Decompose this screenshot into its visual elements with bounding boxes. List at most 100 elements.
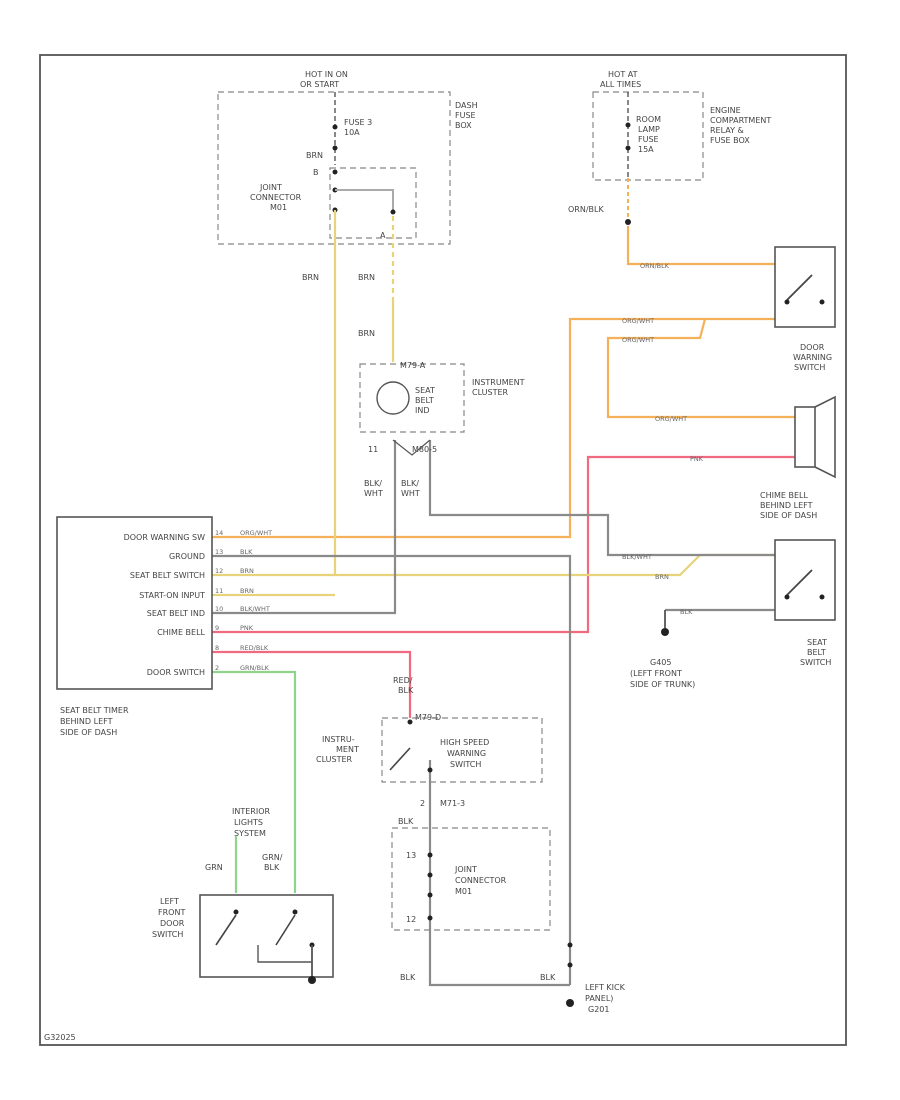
timer-pin-wire: BLK — [240, 548, 253, 556]
timer-pin-label: DOOR SWITCH — [147, 668, 205, 677]
timer-pin-wire: RED/BLK — [240, 644, 269, 652]
footer-code: G32025 — [44, 1033, 76, 1042]
lower-pin: 2 — [420, 799, 425, 808]
lower-joint-3: M01 — [455, 887, 472, 896]
engine-fuse-box: HOT AT ALL TIMES ROOM LAMP FUSE 15A ENGI… — [568, 70, 771, 225]
timer-pin-label: GROUND — [169, 552, 205, 561]
timer-pin-label: CHIME BELL — [157, 628, 205, 637]
high-speed-label: HIGH SPEED — [440, 738, 489, 747]
wire-brn-label: BRN — [306, 151, 323, 160]
timer-pin-number: 13 — [215, 548, 223, 556]
timer-pin-label: SEAT BELT IND — [147, 609, 205, 618]
panel-label-3: BOX — [455, 121, 472, 130]
timer-caption: SEAT BELT TIMER — [60, 706, 129, 715]
seat-belt-wire-bottom: BLK — [680, 608, 693, 616]
door-warning-label-3: SWITCH — [794, 363, 825, 372]
door-wire-b2: BLK — [264, 863, 280, 872]
instrument-cluster: BRN BRN BRN M79-A SEAT BELT IND INSTRUME… — [302, 273, 525, 498]
g405-label: G405 — [650, 658, 671, 667]
lower-cluster-label-3: CLUSTER — [316, 755, 353, 764]
seat-belt-switch-label-3: SWITCH — [800, 658, 831, 667]
hot-in-label: HOT IN ON — [305, 70, 348, 79]
cluster-pin-11: 11 — [368, 445, 378, 454]
cluster-connector: M79-A — [400, 361, 426, 370]
door-warning-switch: ORN/BLK ORG/WHT ORG/WHT DOOR WARNING SWI… — [622, 246, 836, 372]
door-switch-label: LEFT — [160, 897, 179, 906]
lower-cluster-label-2: MENT — [336, 745, 359, 754]
chime-label-3: SIDE OF DASH — [760, 511, 817, 520]
lower-wire-top: RED/ — [393, 676, 413, 685]
seat-belt-switch-label: SEAT — [807, 638, 827, 647]
timer-pin-number: 12 — [215, 567, 223, 575]
interior-label: INTERIOR — [232, 807, 271, 816]
chime-label: CHIME BELL — [760, 491, 808, 500]
engine-box-label-4: FUSE BOX — [710, 136, 750, 145]
g405-label-3: SIDE OF TRUNK) — [630, 680, 695, 689]
lower-wire-top-2: BLK — [398, 686, 414, 695]
cluster-wire-b: BRN — [358, 329, 375, 338]
cluster-pin-m: M80-5 — [412, 445, 437, 454]
cluster-out-a: BLK/ — [364, 479, 382, 488]
chime-bell: ORG/WHT PNK CHIME BELL BEHIND LEFT SIDE … — [655, 395, 836, 520]
timer-pin-number: 11 — [215, 587, 223, 595]
joint-pin-12: 12 — [406, 915, 416, 924]
high-speed-warning: RED/ BLK M79-D INSTRU- MENT CLUSTER HIGH… — [316, 676, 626, 1014]
high-speed-label-3: SWITCH — [450, 760, 481, 769]
timer-pin-number: 9 — [215, 624, 219, 632]
door-warning-wire-b: ORG/WHT — [622, 336, 654, 344]
wires — [212, 210, 795, 987]
cluster-out-a2: WHT — [364, 489, 383, 498]
fuse-amp-label: 10A — [344, 128, 360, 137]
g201-label-3: G201 — [588, 1005, 609, 1014]
dash-fuse-box: HOT IN ON OR START FUSE 3 10A DASH FUSE … — [217, 70, 478, 245]
timer-pin-number: 14 — [215, 529, 223, 537]
instrument-cluster-label: INSTRUMENT — [472, 378, 525, 387]
lower-pin-conn: M71-3 — [440, 799, 465, 808]
door-warning-wire-a: ORG/WHT — [622, 317, 654, 325]
door-wire-a: GRN — [205, 863, 223, 872]
timer-pin-label: START-ON INPUT — [139, 591, 205, 600]
door-switch-label-3: DOOR — [160, 919, 185, 928]
chime-wire-top: ORG/WHT — [655, 415, 687, 423]
timer-pin-wire: GRN/BLK — [240, 664, 270, 672]
timer-pin-label: DOOR WARNING SW — [124, 533, 206, 542]
hot-at-label-2: ALL TIMES — [600, 80, 641, 89]
lower-wire-bottom: BLK — [400, 973, 416, 982]
room-fuse-label-2: LAMP — [638, 125, 660, 134]
joint-pin-13: 13 — [406, 851, 416, 860]
room-fuse-label-4: 15A — [638, 145, 654, 154]
timer-caption-2: BEHIND LEFT — [60, 717, 113, 726]
cluster-out-b: BLK/ — [401, 479, 419, 488]
timer-caption-3: SIDE OF DASH — [60, 728, 117, 737]
timer-pin-number: 10 — [215, 605, 223, 613]
engine-box-label-3: RELAY & — [710, 126, 744, 135]
lower-connector: M79-D — [415, 713, 441, 722]
high-speed-label-2: WARNING — [447, 749, 486, 758]
hot-in-label-2: OR START — [300, 80, 339, 89]
cluster-wire-a: BRN — [358, 273, 375, 282]
timer-pin-wire: PNK — [240, 624, 254, 632]
g201-label: LEFT KICK — [585, 983, 626, 992]
seat-belt-wire-top: BLK/WHT — [622, 553, 652, 561]
seat-belt-ind-label-2: BELT — [415, 396, 434, 405]
seat-belt-wire-mid: BRN — [655, 573, 669, 581]
seat-belt-ind-label-3: IND — [415, 406, 430, 415]
pin-a-label: A — [380, 231, 386, 240]
timer-pin-label: SEAT BELT SWITCH — [130, 571, 205, 580]
instrument-cluster-label-2: CLUSTER — [472, 388, 509, 397]
door-warning-label: DOOR — [800, 343, 825, 352]
timer-pin-number: 8 — [215, 644, 219, 652]
engine-wire-label: ORN/BLK — [568, 205, 604, 214]
lower-wire: BLK — [398, 817, 414, 826]
panel-label-2: FUSE — [455, 111, 476, 120]
seat-belt-switch-label-2: BELT — [807, 648, 826, 657]
timer-pin-wire: ORG/WHT — [240, 529, 272, 537]
joint-label-2: CONNECTOR — [250, 193, 302, 202]
pin-b-label: B — [313, 168, 319, 177]
door-warning-wire-top: ORN/BLK — [640, 262, 670, 270]
timer-pin-wire: BLK/WHT — [240, 605, 270, 613]
door-switch-label-4: SWITCH — [152, 930, 183, 939]
lower-wire-bottom-2: BLK — [540, 973, 556, 982]
cluster-wire-c: BRN — [302, 273, 319, 282]
